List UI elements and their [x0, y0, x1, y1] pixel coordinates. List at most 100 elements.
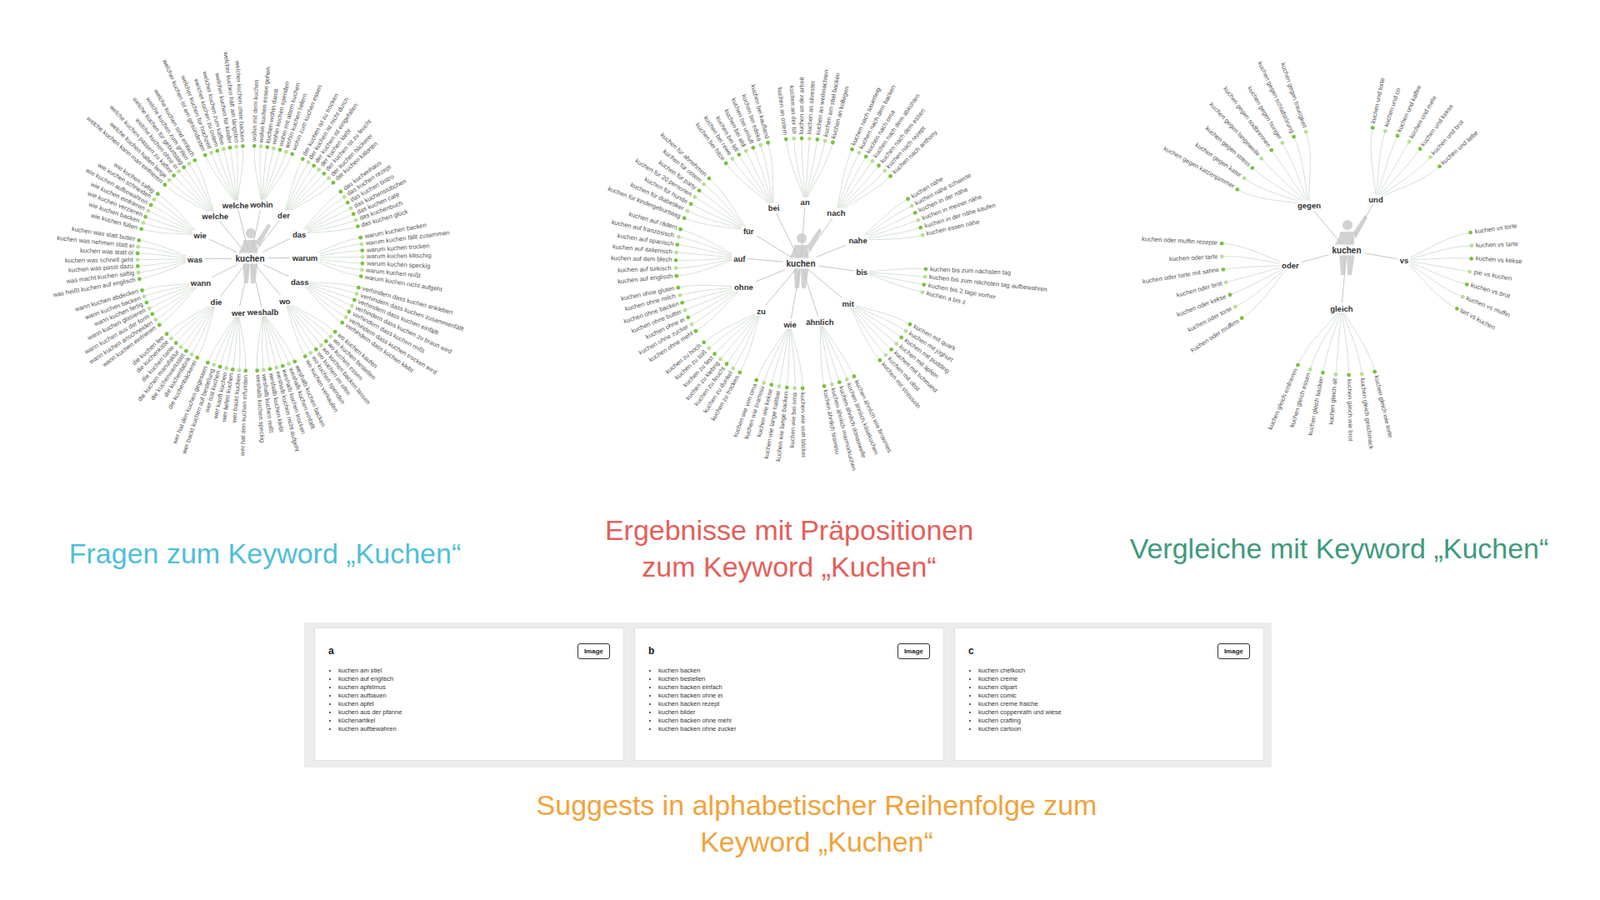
node-text: was: [187, 254, 203, 264]
node-text: warum: [292, 253, 319, 263]
leaf-line: [779, 324, 790, 387]
leaf-line: [835, 175, 890, 213]
suggestion-text: kuchen an ostern: [775, 86, 789, 140]
leaf-line: [1297, 308, 1342, 365]
leaf-dot: [147, 306, 152, 311]
leaf-dot: [800, 386, 805, 391]
leaf-dot: [292, 359, 297, 364]
leaf-dot: [360, 261, 365, 266]
leaf-dot: [228, 145, 233, 150]
leaf-line: [861, 271, 925, 285]
leaf-line: [1294, 136, 1310, 205]
leaf-dot: [136, 270, 141, 275]
leaf-dot: [851, 374, 856, 379]
leaf-dot: [237, 368, 242, 373]
leaf-line: [262, 311, 289, 365]
leaf-line: [260, 146, 262, 205]
card-letter: a: [328, 645, 335, 657]
leaf-line: [184, 167, 216, 216]
leaf-line: [261, 154, 293, 205]
leaf-dot: [284, 150, 289, 155]
suggest-item: kuchen aufbewahren: [338, 725, 402, 734]
leaf-dot: [791, 136, 796, 141]
node-text: zu: [756, 305, 766, 315]
suggest-item: kuchen apfelmus: [338, 683, 402, 692]
button-text: Image: [904, 647, 924, 655]
leaf-line: [179, 171, 216, 216]
leaf-line: [256, 311, 263, 371]
leaf-line: [678, 236, 740, 258]
branch-keyword: mit: [840, 298, 856, 308]
leaf-dot: [286, 361, 291, 366]
leaf-line: [214, 312, 239, 365]
branch-keyword: welche: [200, 210, 230, 220]
suggest-item: kuchen am stiel: [338, 666, 402, 675]
suggestion-text: kuchen vs kekse: [1470, 255, 1522, 265]
leaf-dot: [845, 377, 850, 382]
leaf-dot: [135, 257, 140, 262]
leaf-line: [805, 139, 818, 202]
leaf-line: [690, 204, 749, 231]
hub-keyword: kuchen: [232, 253, 267, 265]
suggest-item: kuchen aufbauen: [338, 691, 402, 700]
leaf-line: [820, 321, 847, 380]
leaf-dot: [268, 366, 273, 371]
branch-connector: [1313, 210, 1341, 245]
suggest-item: kuchen backen rezept: [658, 700, 736, 709]
leaf-dot: [682, 215, 687, 220]
leaf-line: [704, 310, 762, 343]
leaf-dot: [908, 322, 913, 327]
branch-connector: [808, 270, 842, 299]
button-text: Image: [1224, 647, 1244, 655]
leaf-dot: [1460, 295, 1465, 300]
leaf-line: [848, 303, 897, 345]
leaf-line: [300, 281, 346, 318]
leaf-dot: [137, 276, 142, 281]
suggestion-text: kuchen gleich backen: [1307, 371, 1327, 436]
branch-keyword: oder: [1280, 260, 1301, 270]
leaf-dot: [143, 215, 148, 220]
leaf-line: [677, 245, 740, 259]
leaf-line: [1322, 308, 1342, 374]
leaf-dot: [1220, 254, 1225, 259]
leaf-dot: [857, 150, 862, 155]
card-letter: b: [648, 645, 655, 657]
branch-keyword: gleich: [1328, 303, 1355, 313]
leaf-dot: [274, 365, 279, 370]
leaf-line: [764, 324, 791, 383]
suggestion-text: kuchen gleich wie torte: [1371, 370, 1394, 439]
leaf-dot: [913, 210, 918, 215]
leaf-dot: [737, 152, 742, 157]
leaf-dot: [346, 310, 351, 315]
leaf-dot: [261, 368, 266, 373]
suggest-item: kuchen backen einfach: [658, 683, 736, 692]
leaf-dot: [1320, 370, 1325, 375]
suggest-item: kuchen aus der pfanne: [338, 708, 402, 717]
branch-connector: [747, 258, 783, 262]
leaf-line: [236, 146, 239, 205]
leaf-dot: [149, 203, 154, 208]
leaf-line: [756, 324, 790, 380]
leaf-dot: [356, 285, 361, 290]
branch-connector: [211, 265, 238, 278]
suggest-item: kuchen apfel: [338, 700, 402, 709]
leaf-dot: [152, 197, 157, 202]
leaf-dot: [224, 366, 229, 371]
branch-connector: [756, 235, 791, 258]
leaf-line: [790, 324, 803, 389]
branch-connector: [255, 265, 280, 296]
leaf-dot: [850, 147, 855, 152]
leaf-line: [261, 150, 280, 205]
node-text: welche: [201, 210, 229, 220]
leaf-dot: [290, 151, 295, 156]
card-letter: c: [968, 645, 975, 657]
leaf-line: [159, 282, 201, 325]
branch-keyword: bis: [854, 267, 870, 277]
suggestion-text: kuchen wie bei oma: [788, 388, 798, 449]
leaf-line: [155, 282, 201, 320]
suggest-item: kuchen backen ohne zucker: [658, 725, 736, 734]
leaf-dot: [1470, 243, 1475, 248]
node-text: welcher: [222, 200, 252, 210]
leaf-dot: [1465, 282, 1470, 287]
caption-text: Fragen zum Keyword „Kuchen“: [15, 535, 515, 572]
